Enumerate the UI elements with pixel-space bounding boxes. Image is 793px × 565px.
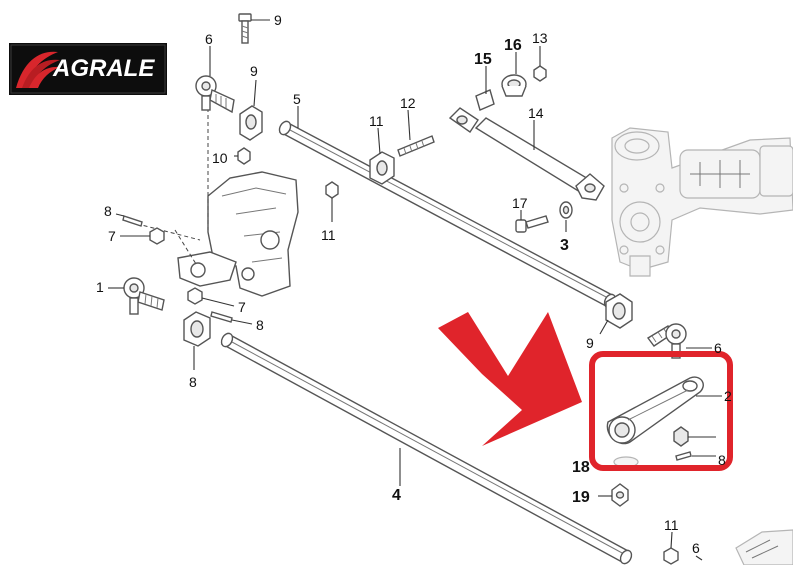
callout-3: 3 <box>560 237 569 254</box>
sleeve-16 <box>475 89 495 111</box>
tie-rod-end-1 <box>123 277 165 315</box>
nut-11-middle <box>325 181 339 199</box>
logo-swoosh-icon <box>16 51 60 88</box>
nut-7-top <box>149 227 165 245</box>
agrale-logo: AGRALE <box>9 43 167 95</box>
callout-6-top: 6 <box>205 31 213 47</box>
bracket-bottom-right <box>735 529 793 565</box>
callout-5: 5 <box>293 91 301 107</box>
callout-16: 15 <box>474 51 492 68</box>
bushing-17 <box>501 74 527 97</box>
nut-20 <box>611 483 629 507</box>
nut-11-top <box>237 147 251 165</box>
leader-lines <box>108 19 722 561</box>
logo-text: AGRALE <box>52 55 155 82</box>
steering-gear-box <box>611 127 793 277</box>
callout-11-middle: 11 <box>321 227 336 243</box>
callout-2: 2 <box>724 388 732 404</box>
callout-1: 1 <box>96 279 104 295</box>
callout-17: 16 <box>504 37 522 54</box>
callout-15: 14 <box>528 105 544 121</box>
callout-7-bottom: 7 <box>238 299 246 315</box>
callout-11-bottom: 11 <box>664 517 679 533</box>
nut-11-bottom <box>663 547 679 565</box>
callout-13: 12 <box>400 95 416 111</box>
callout-9-right: 9 <box>586 335 594 351</box>
callout-11-top: 10 <box>212 150 228 166</box>
nut-7-bottom <box>187 287 203 305</box>
steering-knuckle <box>177 171 299 297</box>
steering-arm-2 <box>606 376 704 445</box>
bolt-18 <box>515 215 549 233</box>
clamp-9-top <box>239 105 263 141</box>
callout-14: 13 <box>532 30 548 46</box>
clamp-9-left <box>183 311 211 347</box>
callout-12: 11 <box>369 113 384 129</box>
drag-tube-4 <box>220 332 633 565</box>
red-arrow-icon <box>438 312 582 446</box>
callout-9-left: 8 <box>189 374 197 390</box>
callout-8-right: 8 <box>718 452 726 468</box>
highlight-frame <box>589 351 733 471</box>
callout-10: 9 <box>274 12 282 28</box>
damper-15 <box>448 107 605 201</box>
pin-8-top <box>122 215 143 227</box>
nut-highlighted <box>673 426 689 447</box>
callout-8-top: 8 <box>104 203 112 219</box>
callout-9-top: 9 <box>250 63 258 79</box>
clamp-12 <box>369 151 395 185</box>
callout-19: 18 <box>572 459 590 476</box>
guide-line <box>129 221 201 241</box>
callout-18: 17 <box>512 195 528 211</box>
callout-20: 19 <box>572 489 590 506</box>
pin-8-bottom <box>210 311 233 323</box>
washer-3 <box>559 201 573 219</box>
callout-4: 4 <box>392 487 401 504</box>
clamp-9-right <box>605 293 633 329</box>
callout-6-right: 6 <box>714 340 722 356</box>
nut-14 <box>533 65 547 82</box>
bolt-13 <box>397 135 435 157</box>
callout-6-bottom: 6 <box>692 540 700 556</box>
pin-8-right <box>675 451 692 461</box>
bolt-10 <box>238 13 252 44</box>
tie-rod-end-6-top <box>195 75 235 114</box>
callout-7-top: 7 <box>108 228 116 244</box>
callout-8-bottom: 8 <box>256 317 264 333</box>
